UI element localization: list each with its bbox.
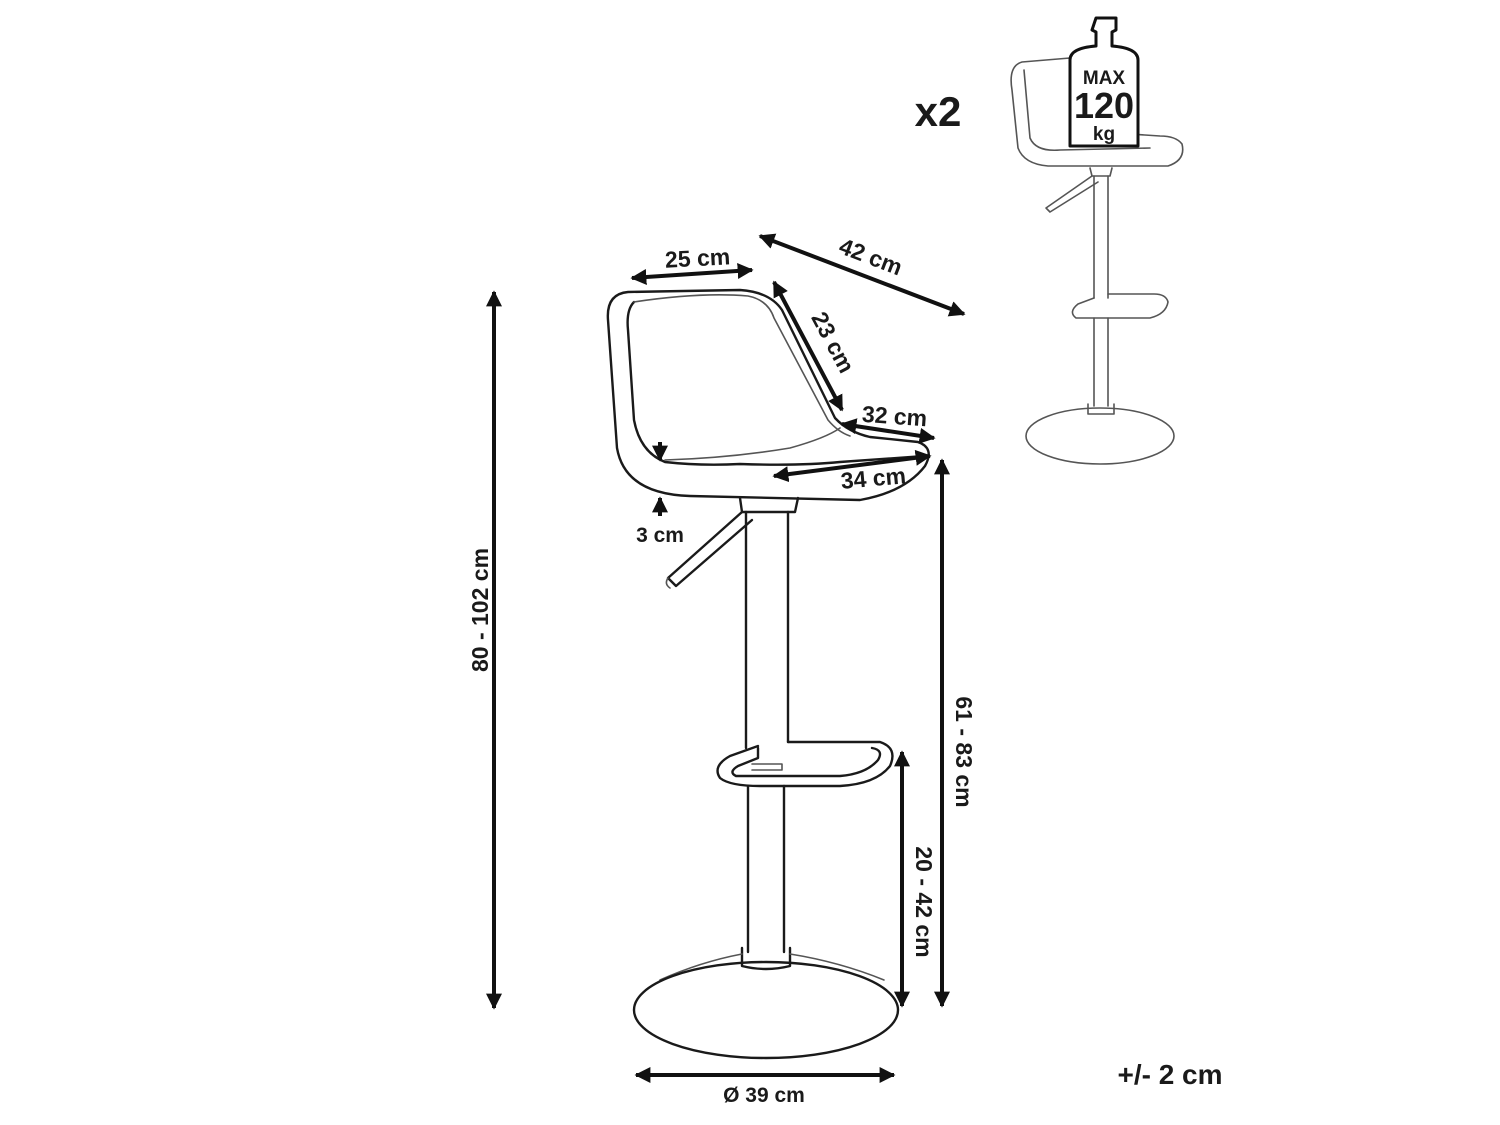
arrow-back-width <box>630 262 754 286</box>
max-weight-value: 120 <box>1074 85 1134 126</box>
label-back-width: 25 cm <box>664 243 730 272</box>
label-seat-width: 34 cm <box>840 462 907 494</box>
arrow-depth <box>758 233 966 317</box>
label-seat-thickness: 3 cm <box>636 524 684 547</box>
bar-stool-drawing <box>606 288 930 1060</box>
weight-badge: MAX 120 kg <box>1068 16 1140 148</box>
dimension-arrows <box>486 233 966 1083</box>
tolerance-note: +/- 2 cm <box>1117 1059 1222 1090</box>
dimension-labels: 25 cm 42 cm 23 cm 32 cm 34 cm 3 cm 80 - … <box>467 233 1223 1107</box>
arrow-back-height <box>772 280 844 412</box>
label-total-height: 80 - 102 cm <box>467 548 493 672</box>
label-seat-depth: 32 cm <box>861 401 928 431</box>
small-stool-drawing <box>1010 57 1184 465</box>
label-seat-height: 61 - 83 cm <box>951 696 977 807</box>
label-footrest-height: 20 - 42 cm <box>911 846 937 957</box>
label-back-height: 23 cm <box>806 307 860 377</box>
max-label: MAX <box>1083 68 1126 89</box>
arrow-seat-depth <box>840 418 936 444</box>
label-base-diameter: Ø 39 cm <box>723 1084 805 1107</box>
weight-unit: kg <box>1093 124 1115 145</box>
label-depth: 42 cm <box>836 233 906 281</box>
quantity-label: x2 <box>915 88 962 135</box>
arrow-seat-width <box>772 449 932 483</box>
